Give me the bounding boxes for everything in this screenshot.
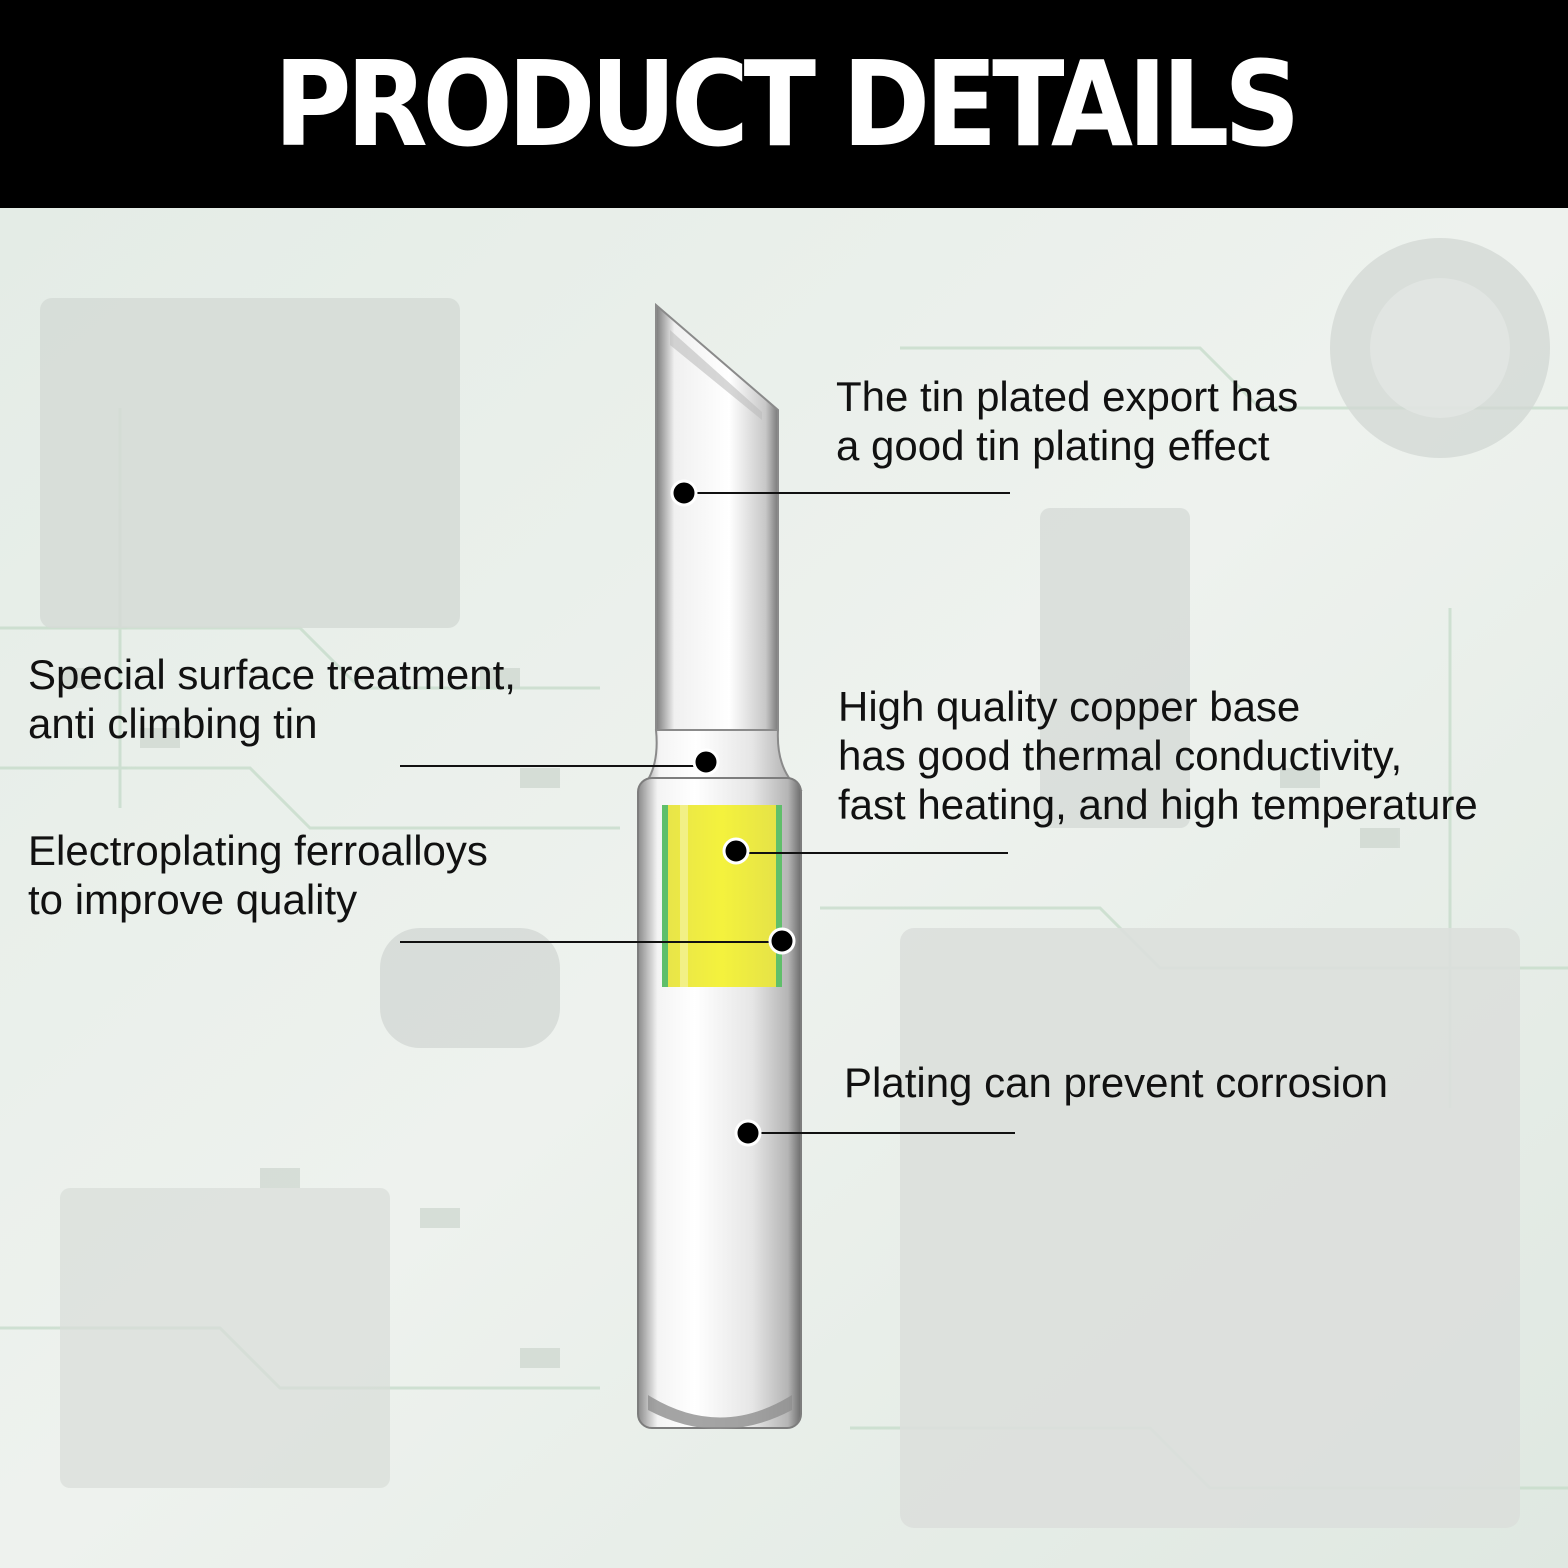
page-title: PRODUCT DETAILS <box>273 35 1300 173</box>
marker-copper-base <box>722 837 750 865</box>
annotation-line: anti climbing tin <box>28 700 318 747</box>
blade-tip <box>655 302 779 731</box>
header-banner: PRODUCT DETAILS <box>0 0 1568 208</box>
marker-tin-plated <box>670 479 698 507</box>
annotation-line: fast heating, and high temperature <box>838 781 1478 828</box>
annotation-line: a good tin plating effect <box>836 422 1270 469</box>
annotation-line: Electroplating ferroalloys <box>28 827 488 874</box>
annotation-line: High quality copper base <box>838 683 1301 730</box>
marker-surface-treatment <box>692 748 720 776</box>
annotation-line: Special surface treatment, <box>28 651 516 698</box>
annotation-line: to improve quality <box>28 876 358 923</box>
annotation-line: Plating can prevent corrosion <box>844 1059 1388 1106</box>
annotation-surface-treatment: Special surface treatment, anti climbing… <box>28 650 516 748</box>
annotation-tin-plated: The tin plated export has a good tin pla… <box>836 372 1298 470</box>
marker-corrosion <box>734 1119 762 1147</box>
annotation-copper-base: High quality copper base has good therma… <box>838 682 1478 829</box>
marker-electroplating <box>768 927 796 955</box>
annotation-line: has good thermal conductivity, <box>838 732 1403 779</box>
annotation-electroplating: Electroplating ferroalloys to improve qu… <box>28 826 488 924</box>
copper-core <box>662 805 782 987</box>
annotation-line: The tin plated export has <box>836 373 1299 420</box>
annotation-corrosion: Plating can prevent corrosion <box>844 1058 1388 1107</box>
